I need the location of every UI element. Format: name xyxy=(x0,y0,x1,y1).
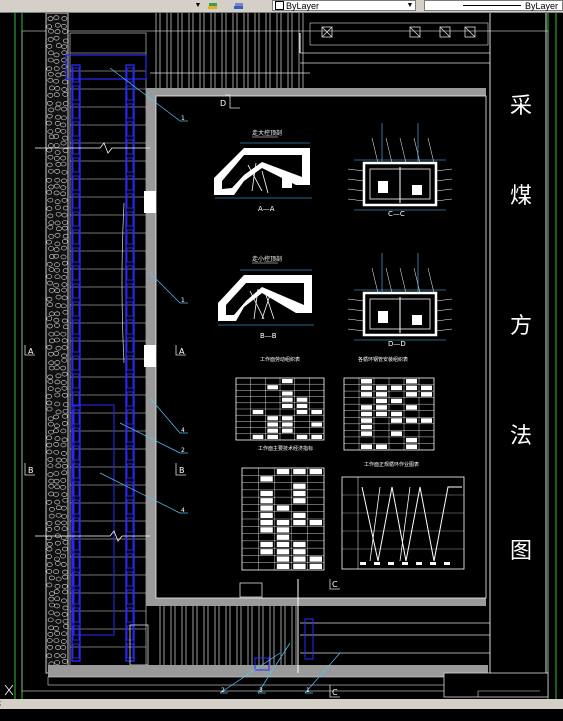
section-cc-label: C—C xyxy=(388,210,405,218)
title-char: 方 xyxy=(510,314,532,339)
color-swatch-icon xyxy=(275,1,284,10)
layer-states-icon[interactable] xyxy=(207,1,218,11)
ucs-icon xyxy=(4,684,14,696)
color-value: ByLayer xyxy=(286,1,320,11)
callout-number: 1 xyxy=(181,115,185,122)
cycle-operation-chart xyxy=(341,476,465,570)
properties-toolbar: ▼ ByLayer ▼ ByLayer xyxy=(0,0,563,13)
section-mark-b: B xyxy=(28,466,34,475)
linetype-select[interactable]: ByLayer xyxy=(424,0,563,11)
cross-section-small: 走小控顶剖 B—B xyxy=(218,255,314,340)
tab-layout-2[interactable]: 布局2 xyxy=(36,711,60,721)
title-char: 采 xyxy=(510,94,532,119)
technical-indicators-table xyxy=(241,467,325,571)
big-section-title: 走大控顶剖 xyxy=(252,129,282,137)
cross-section-big: 走大控顶剖 A—A xyxy=(214,129,312,213)
title-char: 图 xyxy=(510,539,532,564)
linetype-value: ByLayer xyxy=(524,1,558,11)
section-mark-a-right: A xyxy=(179,347,185,356)
linetype-preview xyxy=(462,5,521,6)
tab-layout-1[interactable]: 布局1 xyxy=(3,711,27,721)
drawing-canvas[interactable]: A A B B D C C 1 1 4 2 4 3 2 1 采煤方法图 走大控顶剖 A—A 走… xyxy=(0,12,563,699)
callout-number: 4 xyxy=(181,427,185,434)
callout-number: 2 xyxy=(181,447,185,454)
labor-organization-table xyxy=(235,377,325,441)
section-bb-label: B—B xyxy=(260,332,277,340)
labor-table-title: 工作面劳动组织表 xyxy=(260,356,300,363)
section-mark-d: D xyxy=(220,99,226,108)
section-dd-label: D—D xyxy=(388,340,406,348)
roadway-section-cc xyxy=(347,123,453,211)
callout-number: 3 xyxy=(259,687,263,694)
cycle-chart-title: 工作面正规循环作业图表 xyxy=(364,461,419,468)
top-gateway-sets xyxy=(150,13,490,88)
indicators-table-title: 工作面主要技术经济指标 xyxy=(258,445,313,452)
gob-hatch xyxy=(46,15,69,672)
callout-number: 1 xyxy=(306,687,310,694)
section-mark-c: C xyxy=(332,580,338,589)
roadway-section-dd xyxy=(347,253,453,341)
callout-number: 2 xyxy=(221,687,225,694)
callout-number: 4 xyxy=(181,507,185,514)
title-char: 煤 xyxy=(510,184,532,209)
chevron-down-icon[interactable]: ▼ xyxy=(406,2,414,9)
section-aa-label: A—A xyxy=(258,205,275,213)
callout-number: 1 xyxy=(181,297,185,304)
title-block xyxy=(443,672,549,698)
bottom-gateway-sets xyxy=(159,582,490,671)
title-char: 法 xyxy=(510,424,532,449)
face-supports xyxy=(65,32,149,674)
small-section-title: 走小控顶剖 xyxy=(252,255,282,263)
pipe-installation-table xyxy=(343,377,435,451)
layer-previous-icon[interactable] xyxy=(233,1,244,11)
color-select[interactable]: ByLayer xyxy=(272,0,416,11)
section-mark-c-bottom: C xyxy=(332,688,338,697)
pipe-table-title: 各循环钢管安装组织表 xyxy=(358,356,408,363)
chevron-down-icon[interactable]: ▼ xyxy=(194,2,202,9)
section-mark-a: A xyxy=(28,347,34,356)
layout-tabs: 模型布局1/布局2/ xyxy=(0,699,563,721)
section-mark-b-right: B xyxy=(179,466,185,475)
